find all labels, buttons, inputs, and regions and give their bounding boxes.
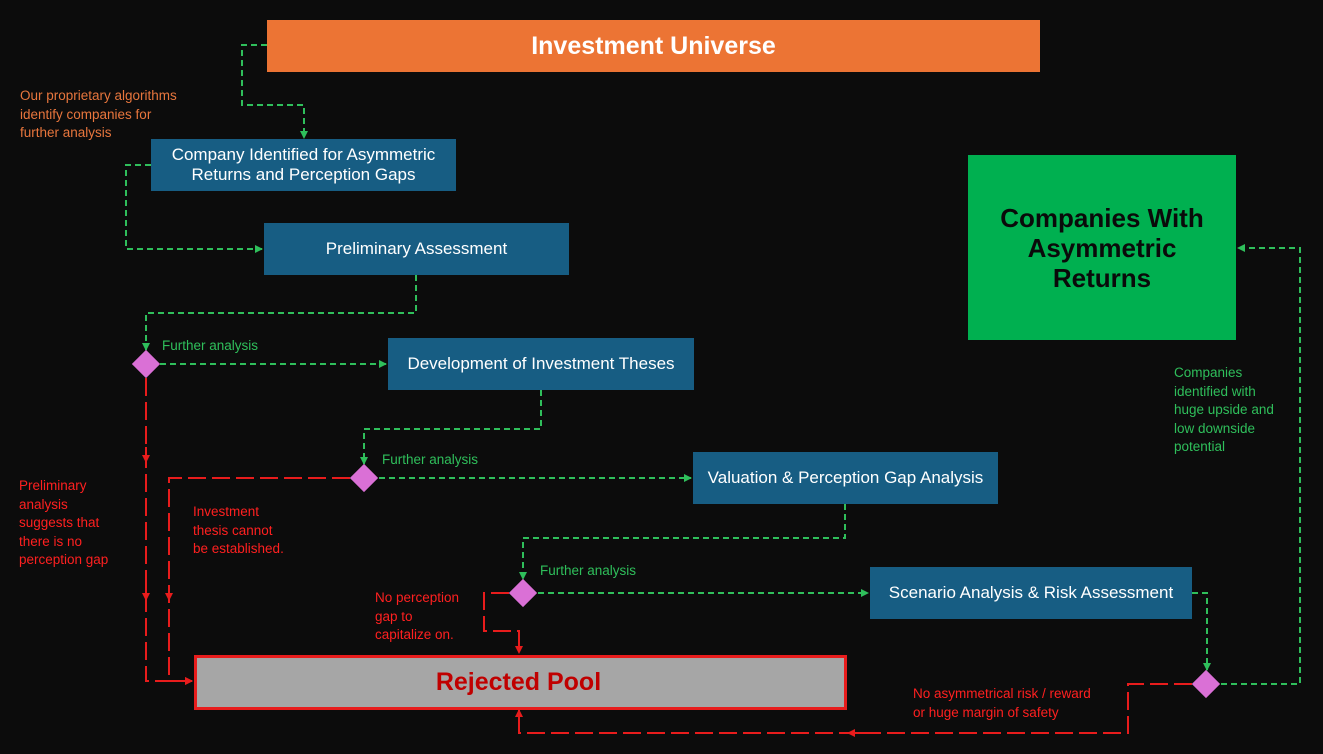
rejected-pool-box: Rejected Pool [194, 655, 847, 710]
no-gap-capitalize-note: No perception gap to capitalize on. [375, 590, 460, 642]
preliminary-assessment-box: Preliminary Assessment [264, 223, 569, 275]
no-asymmetric-note: No asymmetrical risk / reward or huge ma… [913, 686, 1091, 720]
further-analysis-label-3: Further analysis [540, 563, 637, 578]
investment-universe-box: Investment Universe [267, 20, 1040, 72]
valuation-gap-box: Valuation & Perception Gap Analysis [693, 452, 998, 504]
reject-asymmetric-line [515, 683, 1192, 734]
scenario-analysis-box: Scenario Analysis & Risk Assessment [870, 567, 1192, 619]
development-theses-box: Development of Investment Theses [388, 338, 694, 390]
thesis-not-established-note: Investment thesis cannot be established. [193, 504, 284, 556]
reject-thesis-line [168, 477, 350, 685]
flow-valuation-to-decision3 [519, 504, 846, 580]
further-analysis-label-2: Further analysis [382, 452, 479, 467]
flow-theses-to-decision2 [360, 390, 542, 465]
flow-universe-to-identified [241, 44, 308, 139]
flow-preliminary-to-decision1 [142, 275, 417, 351]
asymmetric-returns-box: Companies With Asymmetric Returns [968, 155, 1236, 340]
flow-decision4-to-asymmetric [1221, 244, 1301, 685]
algorithms-note: Our proprietary algorithms identify comp… [20, 88, 177, 140]
no-gap-preliminary-note: Preliminary analysis suggests that there… [19, 478, 109, 567]
reject-perception-line [483, 592, 523, 654]
companies-identified-note: Companies identified with huge upside an… [1174, 365, 1274, 454]
reject-preliminary-line [145, 378, 193, 685]
flow-scenario-to-decision4 [1192, 592, 1211, 671]
flow-identified-to-preliminary [125, 164, 263, 253]
further-analysis-label-1: Further analysis [162, 338, 259, 353]
company-identified-box: Company Identified for Asymmetric Return… [151, 139, 456, 191]
